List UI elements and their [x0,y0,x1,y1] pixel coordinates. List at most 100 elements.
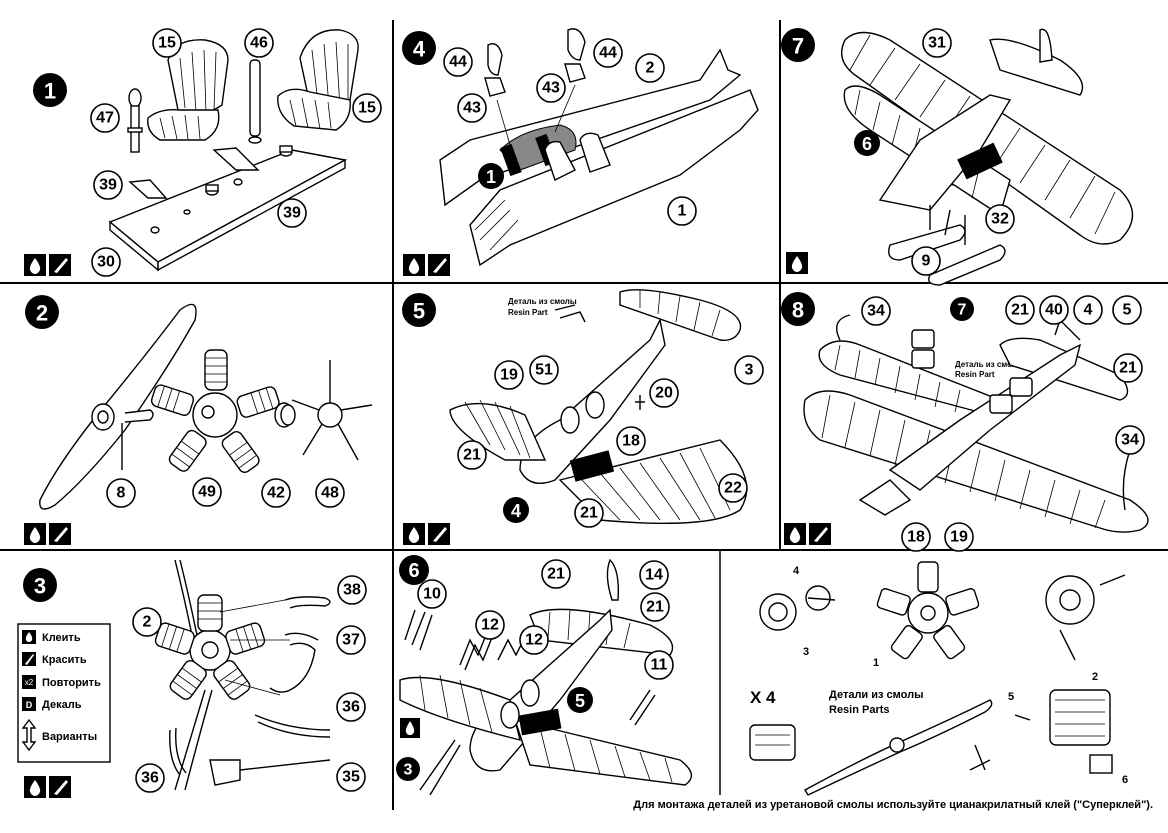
legend-box: Клеить Красить x2 Повторить D Декаль Вар… [17,623,111,763]
svg-text:32: 32 [991,211,1009,228]
part-callout: 11 [644,650,674,680]
svg-text:43: 43 [463,100,481,117]
part-callout: 42 [261,478,291,508]
svg-text:49: 49 [198,484,216,501]
svg-text:15: 15 [158,35,176,52]
svg-text:21: 21 [547,566,565,583]
svg-text:36: 36 [141,770,159,787]
glue-paint-icons [403,254,450,276]
part-callout: 3 [734,355,764,385]
part-callout: 47 [90,103,120,133]
svg-text:Resin Part: Resin Part [508,308,548,317]
svg-text:Resin Parts: Resin Parts [829,704,890,716]
part-callout: 36 [135,763,165,793]
svg-text:7: 7 [958,302,967,319]
part-callout: 49 [192,477,222,507]
glue-icon [786,252,808,274]
legend-variants: Варианты [42,731,97,743]
part-callout: 8 [106,478,136,508]
part-callout: 19 [944,522,974,552]
svg-text:6: 6 [862,134,872,154]
svg-text:3: 3 [745,362,754,379]
svg-text:22: 22 [724,480,742,497]
part-callout: 34 [1115,425,1145,455]
glue-paint-icons [24,254,71,276]
svg-text:48: 48 [321,485,339,502]
glue-paint-icons [784,523,831,545]
svg-text:1: 1 [486,167,496,187]
part-callout: 18 [901,522,931,552]
glue-paint-icons [403,523,450,545]
svg-text:5: 5 [575,691,585,711]
part-callout: 34 [861,296,891,326]
part-callout: 2 [132,607,162,637]
step-8-panel: 8 7 Деталь из смолы Resin Part 34 21 40 … [781,292,1149,552]
svg-text:21: 21 [580,505,598,522]
svg-text:31: 31 [928,35,946,52]
svg-text:14: 14 [645,567,663,584]
svg-text:7: 7 [792,34,804,59]
svg-text:1: 1 [873,657,879,669]
svg-text:51: 51 [535,362,553,379]
svg-text:20: 20 [655,385,673,402]
svg-text:18: 18 [622,433,640,450]
part-callout: 44 [593,38,623,68]
svg-text:12: 12 [481,617,499,634]
svg-text:37: 37 [342,632,360,649]
svg-text:4: 4 [511,501,521,521]
step-number: 1 [44,79,56,104]
legend-paint: Красить [42,654,87,666]
part-callout: 2 [635,53,665,83]
svg-text:D: D [26,700,33,710]
svg-text:2: 2 [646,60,655,77]
legend-repeat: Повторить [42,677,101,689]
step-marker [33,73,67,107]
svg-text:Resin Part: Resin Part [955,370,995,379]
svg-text:6: 6 [408,560,419,582]
svg-text:21: 21 [646,599,664,616]
svg-text:34: 34 [867,303,885,320]
part-callout: 39 [277,198,307,228]
part-callout: 37 [336,625,366,655]
svg-text:2: 2 [1092,671,1098,683]
legend-decal: Декаль [42,699,82,711]
svg-text:19: 19 [950,529,968,546]
step-4-panel: 4 44 44 2 43 43 1 1 [402,28,759,276]
svg-text:39: 39 [99,177,117,194]
part-callout: 10 [417,579,447,609]
svg-text:10: 10 [423,586,441,603]
part-callout: 18 [616,426,646,456]
part-callout: 21 [541,559,571,589]
svg-text:8: 8 [792,298,804,323]
svg-text:5: 5 [413,299,425,324]
svg-text:44: 44 [449,54,467,71]
svg-text:4: 4 [1084,302,1093,319]
svg-text:46: 46 [250,35,268,52]
svg-text:x2: x2 [25,678,34,687]
step-2-panel: 2 8 49 42 48 [24,295,373,545]
step-5-panel: 5 Деталь из смолы Resin Part 3 19 51 20 … [402,289,764,545]
svg-text:19: 19 [500,367,518,384]
svg-text:47: 47 [96,110,114,127]
part-callout: 14 [639,560,669,590]
part-callout: 46 [244,28,274,58]
svg-text:6: 6 [1122,774,1128,786]
part-callout: 21 [1113,353,1143,383]
svg-text:36: 36 [342,699,360,716]
part-callout: 35 [336,762,366,792]
part-callout: 1 [667,196,697,226]
svg-text:21: 21 [1011,302,1029,319]
part-callout: 32 [985,204,1015,234]
resin-part-note: Деталь из смолы [955,360,1024,369]
step-3-panel: 3 2 38 37 36 36 35 Клеить Красить x2 [17,559,367,798]
svg-text:3: 3 [404,762,413,779]
part-callout: 22 [718,473,748,503]
svg-text:35: 35 [342,769,360,786]
part-callout: 30 [91,247,121,277]
svg-text:21: 21 [463,447,481,464]
svg-text:5: 5 [1123,302,1132,319]
part-callout: 31 [922,28,952,58]
step-6-panel: 6 10 12 12 21 14 21 11 5 3 [396,555,693,796]
